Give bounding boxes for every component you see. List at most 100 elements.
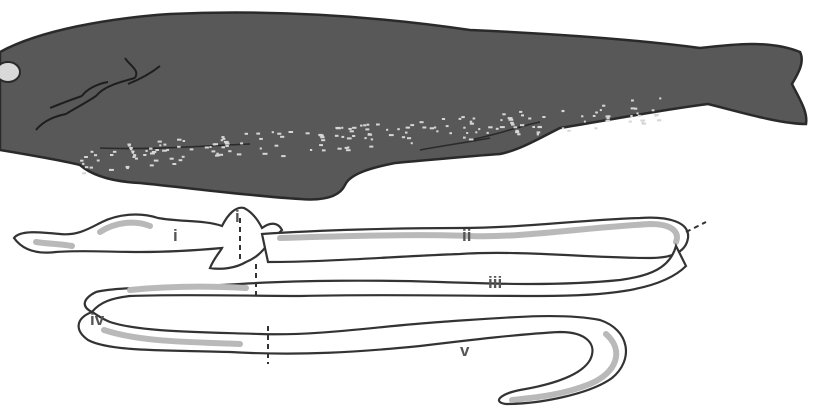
fish-speckle [177, 146, 181, 148]
fish-speckle [346, 149, 351, 151]
fish-speckle [224, 141, 229, 143]
fish-speckle [237, 153, 242, 155]
fish-speckle [335, 135, 339, 137]
fish-speckle [149, 148, 152, 150]
fish-speckle [631, 107, 636, 109]
fish-speckle [537, 126, 542, 128]
fish-speckle [159, 144, 161, 146]
fish-speckle [280, 136, 284, 138]
fish-speckle [509, 119, 514, 121]
fish-speckle [638, 115, 641, 117]
fish-speckle [228, 150, 231, 152]
segment-label-i: i [173, 226, 178, 245]
segment-label-v: v [460, 341, 470, 360]
fish-speckle [629, 121, 632, 123]
fish-speckle [537, 133, 539, 135]
fish-speckle [364, 137, 366, 139]
fish-body [0, 13, 806, 200]
fish-speckle [511, 124, 515, 126]
fish-speckle [478, 128, 480, 130]
fish-speckle [310, 149, 312, 151]
fish-speckle [463, 137, 466, 139]
fish-speckle [528, 118, 531, 120]
fish-speckle [91, 151, 94, 153]
fish-speckle [213, 143, 216, 145]
fish-speckle [367, 124, 370, 126]
fish-speckle [130, 148, 132, 150]
fish-speckle [562, 127, 564, 129]
fish-speckle [128, 145, 131, 147]
fish-speckle [434, 127, 436, 129]
fish-speckle [368, 134, 372, 136]
fish-speckle [449, 132, 452, 134]
fish-speckle [222, 146, 226, 148]
fish-speckle [502, 113, 505, 115]
fish-speckle [369, 146, 373, 148]
segment-label-iv: iv [90, 310, 105, 329]
gut-segment-iii-shade [130, 287, 246, 290]
fish-speckle [135, 158, 138, 160]
fish-speckle [134, 155, 136, 157]
fish-speckle [594, 127, 597, 129]
divider-ii-end [686, 222, 706, 232]
fish-speckle [154, 160, 159, 162]
fish-speckle [607, 117, 610, 119]
gut-stomach [14, 208, 282, 269]
fish-speckle [109, 169, 114, 171]
fish-speckle [500, 119, 502, 121]
fish-speckle [459, 118, 462, 120]
fish-speckle [631, 100, 634, 102]
fish-speckle [90, 167, 93, 169]
fish-speckle [245, 133, 248, 135]
fish-speckle [488, 126, 492, 128]
fish-speckle [172, 163, 176, 165]
fish-speckle [183, 140, 186, 142]
fish-speckle [97, 160, 100, 162]
fish-speckle [642, 122, 645, 124]
fish-speckle [606, 120, 611, 122]
fish-speckle [446, 125, 449, 127]
fish-speckle [659, 97, 661, 99]
fish-speckle [347, 147, 349, 149]
fish-speckle [352, 127, 356, 129]
fish-speckle [470, 123, 474, 125]
fish-speckle [595, 112, 598, 114]
fish-speckle [630, 115, 632, 117]
fish-speckle [517, 133, 520, 135]
fish-speckle [225, 145, 229, 147]
fish-speckle [430, 127, 434, 129]
fish-speckle [216, 153, 219, 155]
fish-speckle [515, 131, 519, 133]
fish-speckle [319, 144, 323, 146]
fish-speckle [212, 150, 216, 152]
fish-speckle [422, 127, 426, 129]
fish-speckle [272, 131, 274, 133]
fish-speckle [350, 130, 354, 132]
fish-speckle [260, 148, 262, 150]
fish-speckle [240, 142, 243, 144]
fish-speckle [537, 131, 541, 133]
fish-speckle [581, 115, 583, 117]
fish-speckle [466, 132, 468, 134]
fish-speckle [655, 115, 658, 117]
fish-speckle [215, 155, 218, 157]
fish-speckle [321, 139, 325, 141]
fish-speckle [221, 139, 223, 141]
fish-speckle [85, 166, 88, 168]
fish-speckle [155, 149, 159, 151]
fish-speckle [277, 133, 281, 135]
fish-speckle [521, 114, 524, 116]
fish-speckle [320, 136, 324, 138]
fish-speckle [84, 156, 88, 158]
fish-speckle [162, 150, 167, 152]
fish-speckle [470, 121, 473, 123]
segment-label-i-top: i [235, 207, 240, 226]
fish-speckle [469, 139, 474, 141]
gut-segment-iv-v [79, 312, 626, 404]
fish-speckle [256, 133, 260, 135]
fish-speckle [371, 138, 373, 140]
fish-speckle [341, 127, 343, 129]
fish-speckle [406, 127, 410, 129]
fish-speckle [219, 154, 223, 156]
